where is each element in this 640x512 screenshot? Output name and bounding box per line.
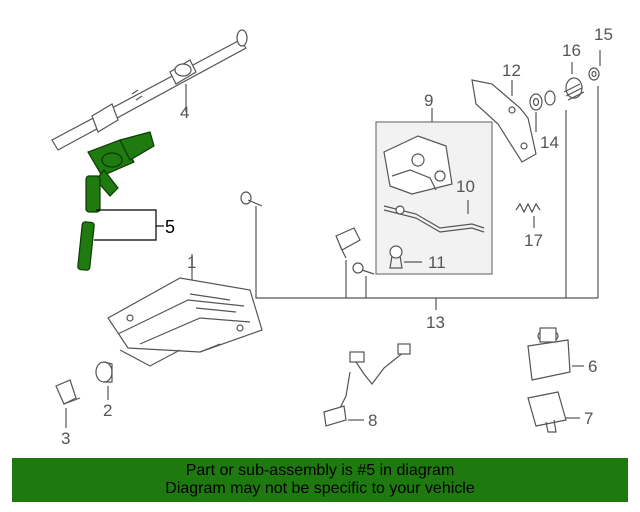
washer[interactable]	[544, 90, 556, 106]
callout-17: 17	[524, 231, 543, 250]
callout-6: 6	[588, 357, 597, 376]
callout-8: 8	[368, 411, 377, 430]
banner-line-1: Part or sub-assembly is #5 in diagram	[185, 462, 455, 479]
banner-line-2: Diagram may not be specific to your vehi…	[165, 480, 475, 497]
callout-13: 13	[426, 313, 445, 332]
callout-10: 10	[456, 177, 475, 196]
callout-7: 7	[584, 409, 593, 428]
callout-5[interactable]: 5	[165, 217, 175, 237]
callout-16: 16	[562, 41, 581, 60]
part-11-bolt[interactable]	[389, 245, 422, 269]
part-3-clip[interactable]	[55, 379, 81, 428]
callout-2: 2	[103, 401, 112, 420]
callout-3: 3	[61, 429, 70, 448]
callout-9: 9	[424, 91, 433, 110]
sleeve[interactable]	[335, 227, 361, 259]
callout-4: 4	[180, 103, 189, 122]
part-4-steering-shaft[interactable]	[51, 29, 248, 151]
part-14-nut[interactable]	[529, 93, 543, 132]
callout-15: 15	[594, 25, 613, 44]
part-10-rod[interactable]	[383, 200, 485, 233]
callout-12: 12	[502, 61, 521, 80]
part-5-intermediate-shaft[interactable]	[77, 131, 155, 271]
part-6-switch[interactable]	[527, 327, 584, 381]
callout-14: 14	[540, 133, 559, 152]
part-16-spring[interactable]	[563, 62, 585, 101]
callout-1: 1	[187, 253, 196, 272]
part-7-sensor[interactable]	[527, 391, 580, 433]
part-2-bushing[interactable]	[95, 361, 113, 400]
part-8-wiring-harness[interactable]	[323, 343, 411, 427]
part-12-lever-bracket[interactable]	[471, 79, 537, 163]
bolt-small[interactable]	[352, 262, 375, 275]
part-17-spring[interactable]	[515, 202, 541, 228]
part-13-leader-lines	[255, 86, 599, 310]
parts-diagram: 4 5 1 2 3 9 10 11 12 13 14 15 16 17 6 7 …	[51, 25, 613, 448]
part-5-bracket	[94, 209, 164, 241]
info-banner: Part or sub-assembly is #5 in diagram Di…	[12, 458, 628, 502]
callout-11: 11	[428, 253, 446, 272]
part-1-column-bracket[interactable]	[107, 254, 263, 367]
part-15-washer[interactable]	[588, 50, 601, 81]
bushing-small[interactable]	[240, 191, 263, 207]
